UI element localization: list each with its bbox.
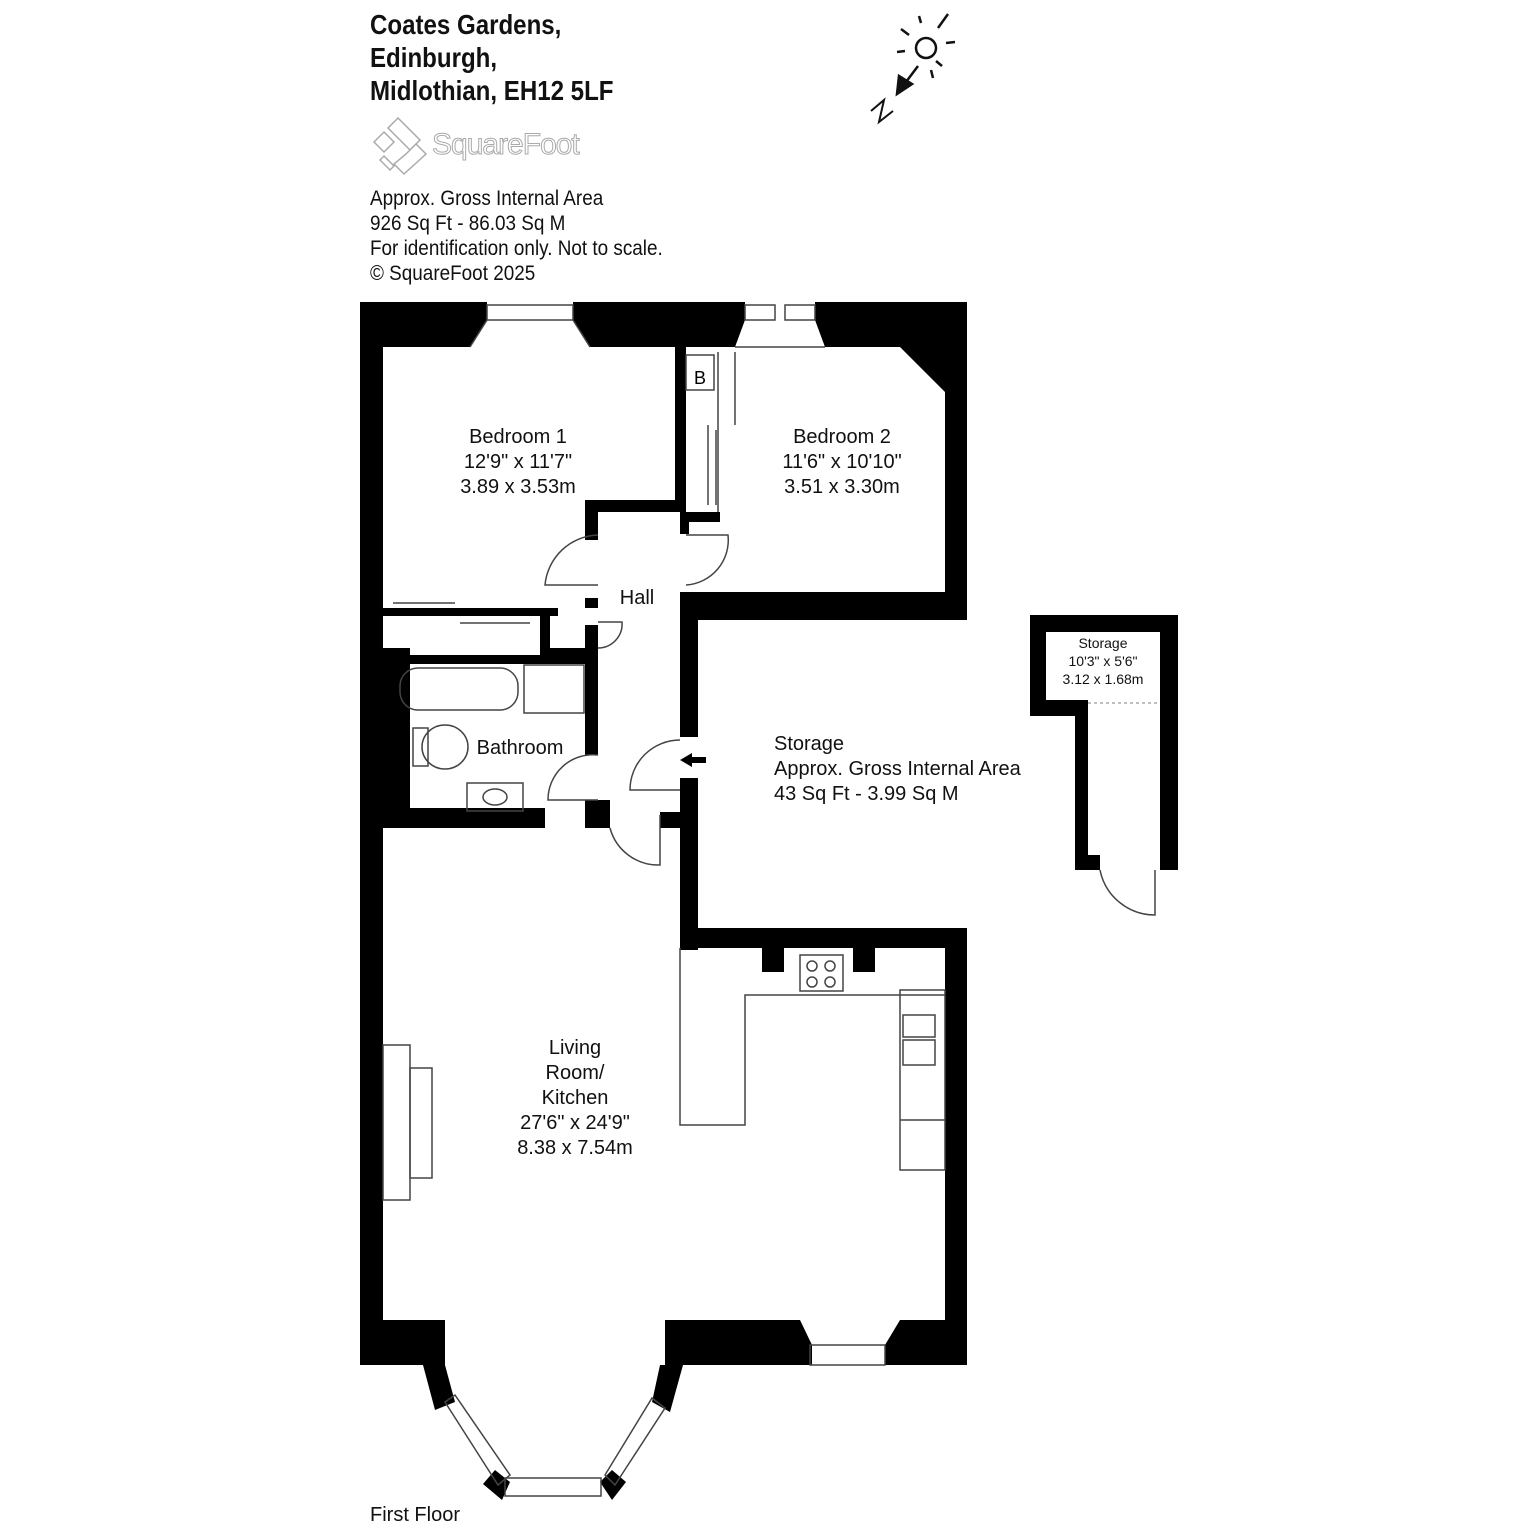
area-value: 926 Sq Ft - 86.03 Sq M <box>370 212 566 235</box>
walls <box>360 302 1178 1500</box>
room-living-kitchen: Living Room/ Kitchen 27'6" x 24'9" 8.38 … <box>517 1036 633 1161</box>
storage-area-label: Approx. Gross Internal Area <box>774 758 1021 780</box>
logo-mark-icon <box>372 116 428 176</box>
compass-icon <box>870 13 956 125</box>
room-name: Living <box>548 1037 602 1059</box>
room-bathroom: Bathroom <box>476 737 564 759</box>
room-size-metric: 8.38 x 7.54m <box>517 1137 633 1159</box>
room-bedroom-1: Bedroom 1 12'9" x 11'7" 3.89 x 3.53m <box>460 425 576 500</box>
area-label: Approx. Gross Internal Area <box>370 187 604 210</box>
room-size-imperial: 11'6" x 10'10" <box>782 451 902 473</box>
floor-label: First Floor <box>370 1504 460 1526</box>
boiler-label: B <box>694 368 706 388</box>
address-line-2: Edinburgh, <box>370 42 498 73</box>
room-name: Kitchen <box>541 1087 609 1109</box>
logo-text: SquareFoot <box>432 128 581 162</box>
room-storage-outbuilding: Storage 10'3" x 5'6" 3.12 x 1.68m <box>1063 634 1144 688</box>
room-bedroom-2: Bedroom 2 11'6" x 10'10" 3.51 x 3.30m <box>782 425 901 500</box>
storage-name: Storage <box>774 733 845 755</box>
disclaimer: For identification only. Not to scale. <box>370 237 663 260</box>
room-size-metric: 3.89 x 3.53m <box>460 476 576 498</box>
room-size-metric: 3.12 x 1.68m <box>1062 671 1144 687</box>
storage-area-value: 43 Sq Ft - 3.99 Sq M <box>774 783 959 805</box>
dimension-markers <box>680 753 706 767</box>
room-name: Room/ <box>545 1062 605 1084</box>
room-name: Bedroom 1 <box>469 426 567 448</box>
copyright: © SquareFoot 2025 <box>370 262 536 285</box>
room-name: Storage <box>1078 635 1128 651</box>
room-size-imperial: 12'9" x 11'7" <box>463 451 573 473</box>
room-size-metric: 3.51 x 3.30m <box>784 476 900 498</box>
address: Coates Gardens, Edinburgh, Midlothian, E… <box>370 8 614 107</box>
room-name: Bedroom 2 <box>793 426 891 448</box>
room-size-imperial: 27'6" x 24'9" <box>520 1112 630 1134</box>
address-line-1: Coates Gardens, <box>370 9 562 40</box>
windows <box>382 304 1160 1497</box>
room-hall: Hall <box>619 587 655 609</box>
address-line-3: Midlothian, EH12 5LF <box>370 75 614 106</box>
squarefoot-logo: SquareFoot <box>370 116 580 181</box>
storage-area-info: Storage Approx. Gross Internal Area 43 S… <box>774 732 1021 807</box>
room-size-imperial: 10'3" x 5'6" <box>1068 653 1138 669</box>
area-info: Approx. Gross Internal Area 926 Sq Ft - … <box>370 186 663 286</box>
